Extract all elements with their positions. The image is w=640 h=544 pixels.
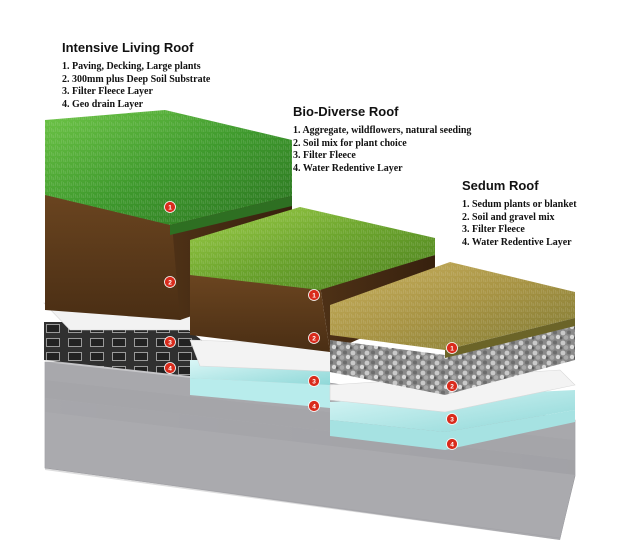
badge-biodiverse-2: 2 xyxy=(308,332,320,344)
sedum-layer-4: 4. Water Redentive Layer xyxy=(462,236,572,248)
svg-text:4: 4 xyxy=(450,442,454,449)
biodiverse-grass xyxy=(190,207,435,290)
biodiverse-roof-legend: Bio-Diverse Roof 1. Aggregate, wildflowe… xyxy=(293,104,471,175)
intensive-roof-legend: Intensive Living Roof 1. Paving, Decking… xyxy=(62,40,210,111)
biodiverse-layer-2: 2. Soil mix for plant choice xyxy=(293,137,407,149)
biodiverse-roof-title: Bio-Diverse Roof xyxy=(293,104,399,119)
intensive-grass xyxy=(45,110,292,235)
intensive-layer-4: 4. Geo drain Layer xyxy=(62,98,144,110)
badge-sedum-1: 1 xyxy=(446,342,458,354)
layer-badges: 1 2 3 4 1 2 3 xyxy=(164,201,458,450)
sedum-layer-1: 1. Sedum plants or blanket xyxy=(462,199,577,210)
svg-text:2: 2 xyxy=(168,280,172,287)
sedum-roof-layers: 1. Sedum plants or blanket 2. Soil and g… xyxy=(462,199,577,249)
intensive-layer-3: 3. Filter Fleece Layer xyxy=(62,86,153,97)
svg-text:3: 3 xyxy=(312,379,316,386)
svg-text:2: 2 xyxy=(450,384,454,391)
sedum-roof-title: Sedum Roof xyxy=(462,178,539,193)
badge-sedum-2: 2 xyxy=(446,380,458,392)
svg-text:1: 1 xyxy=(312,293,316,300)
svg-text:1: 1 xyxy=(450,346,454,353)
svg-text:4: 4 xyxy=(312,404,316,411)
biodiverse-layer-4: 4. Water Redentive Layer xyxy=(293,162,403,174)
biodiverse-layer-1: 1. Aggregate, wildflowers, natural seedi… xyxy=(293,125,472,136)
svg-text:2: 2 xyxy=(312,336,316,343)
intensive-roof-title: Intensive Living Roof xyxy=(62,40,194,55)
sedum-plants xyxy=(330,262,575,358)
badge-intensive-1: 1 xyxy=(164,201,176,213)
badge-biodiverse-4: 4 xyxy=(308,400,320,412)
intensive-roof-layers: 1. Paving, Decking, Large plants 2. 300m… xyxy=(62,61,210,111)
svg-text:3: 3 xyxy=(168,340,172,347)
badge-intensive-4: 4 xyxy=(164,362,176,374)
biodiverse-layer-3: 3. Filter Fleece xyxy=(293,150,356,161)
sedum-roof-legend: Sedum Roof 1. Sedum plants or blanket 2.… xyxy=(462,178,577,249)
svg-text:1: 1 xyxy=(168,205,172,212)
biodiverse-roof-layers: 1. Aggregate, wildflowers, natural seedi… xyxy=(293,125,471,175)
badge-sedum-3: 3 xyxy=(446,413,458,425)
badge-intensive-3: 3 xyxy=(164,336,176,348)
sedum-layer-3: 3. Filter Fleece xyxy=(462,224,525,235)
badge-sedum-4: 4 xyxy=(446,438,458,450)
badge-biodiverse-3: 3 xyxy=(308,375,320,387)
sedum-layer-2: 2. Soil and gravel mix xyxy=(462,211,555,223)
badge-biodiverse-1: 1 xyxy=(308,289,320,301)
intensive-layer-2: 2. 300mm plus Deep Soil Substrate xyxy=(62,73,211,85)
svg-text:4: 4 xyxy=(168,366,172,373)
badge-intensive-2: 2 xyxy=(164,276,176,288)
intensive-layer-1: 1. Paving, Decking, Large plants xyxy=(62,61,201,72)
svg-text:3: 3 xyxy=(450,417,454,424)
